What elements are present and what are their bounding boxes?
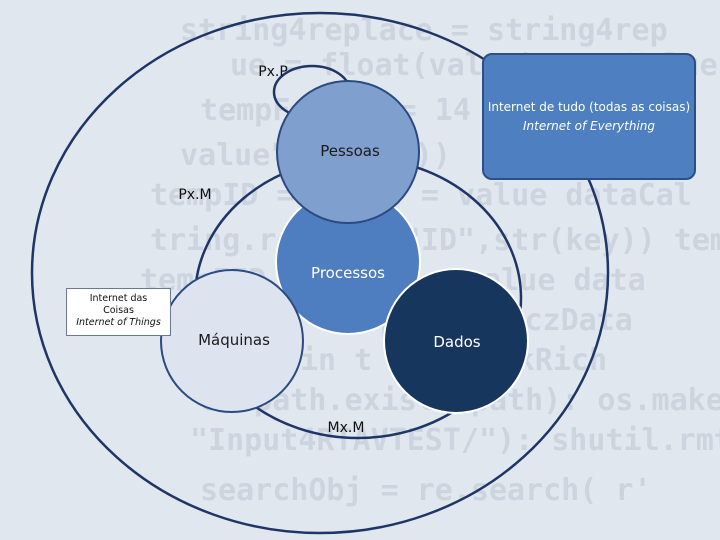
ioe-subtitle: Internet of Everything: [484, 117, 694, 136]
pessoas-label: Pessoas: [320, 142, 380, 160]
ioe-title: Internet de tudo (todas as coisas): [484, 98, 694, 117]
ioe-box: Internet de tudo (todas as coisas) Inter…: [482, 53, 696, 180]
iot-line-3: Internet of Things: [67, 317, 170, 329]
processos-label: Processos: [311, 264, 385, 282]
iot-line-1: Internet das: [67, 293, 170, 305]
maquinas-label: Máquinas: [198, 331, 270, 349]
iot-line-2: Coisas: [67, 305, 170, 317]
mxm-label: Mx.M: [328, 420, 365, 436]
pxp-label: Px.P: [258, 64, 288, 80]
pxm-label: Px.M: [178, 187, 211, 203]
dados-label: Dados: [433, 333, 480, 351]
iot-box: Internet das Coisas Internet of Things: [66, 288, 171, 336]
